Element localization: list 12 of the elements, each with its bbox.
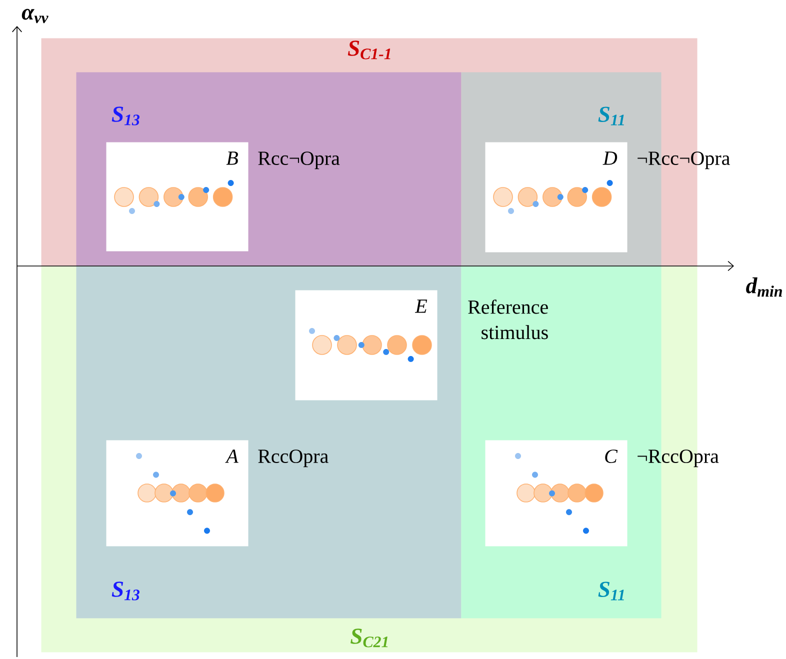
axis-label: α$_{vv}$ [22, 8, 48, 24]
stimulus-label: RccOpra [258, 450, 328, 468]
axis-label: d$_{min}$ [746, 277, 782, 297]
stimulus-label: Rcc¬Opra [258, 152, 340, 170]
stimulus-picture: A [106, 440, 248, 546]
stimulus-picture: C [485, 440, 628, 546]
stimulus-picture: D [485, 142, 628, 252]
stimulus-picture: B [106, 142, 248, 252]
stimulus-picture: E [295, 290, 438, 400]
stimulus-label: Reference stimulus [468, 300, 548, 340]
stimulus-label: ¬RccOpra [638, 450, 719, 468]
stimulus-label: ¬Rcc¬Opra [638, 152, 730, 170]
